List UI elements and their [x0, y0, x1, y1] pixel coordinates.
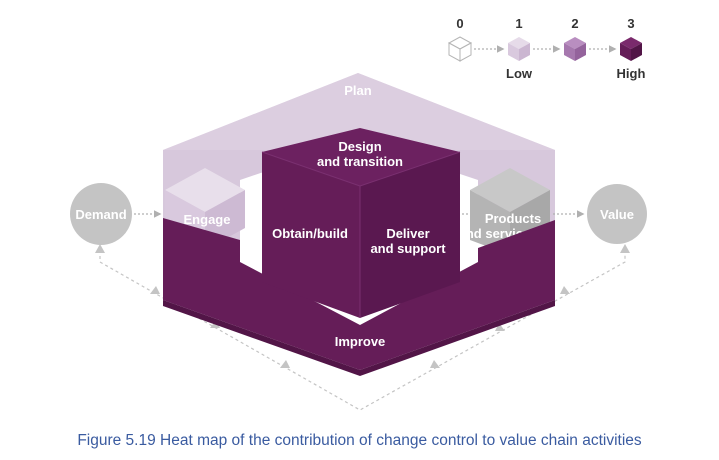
improve-base: Improve: [163, 218, 555, 376]
legend-cube-1-icon: [508, 37, 530, 61]
legend-cube-0-icon: [447, 36, 473, 62]
demand-node: Demand: [70, 183, 132, 245]
diagram-canvas: 0 1 2 3: [70, 16, 647, 411]
value-label: Value: [600, 207, 634, 222]
legend-cube-3-icon: [620, 37, 642, 61]
legend-high-label: High: [617, 66, 646, 81]
legend-cube-2-icon: [564, 37, 586, 61]
plan-label: Plan: [344, 83, 372, 98]
design-label-line2: and transition: [317, 154, 403, 169]
legend: 0 1 2 3: [447, 16, 646, 81]
central-cube: Design and transition Obtain/build Deliv…: [261, 128, 461, 318]
value-node: Value: [587, 184, 647, 244]
legend-level-1: 1: [515, 16, 522, 31]
legend-low-label: Low: [506, 66, 533, 81]
deliver-label-line1: Deliver: [386, 226, 429, 241]
design-label-line1: Design: [338, 139, 381, 154]
demand-label: Demand: [75, 207, 126, 222]
feedback-loop: [99, 250, 626, 411]
obtain-build-face: [262, 152, 360, 318]
legend-level-2: 2: [571, 16, 578, 31]
deliver-label-line2: and support: [370, 241, 446, 256]
legend-level-0: 0: [456, 16, 463, 31]
products-label-line1: Products: [485, 211, 541, 226]
obtain-build-label: Obtain/build: [272, 226, 348, 241]
plan-frame: Plan: [163, 73, 555, 240]
improve-label: Improve: [335, 334, 386, 349]
design-and-transition-face: [262, 128, 460, 186]
figure-caption: Figure 5.19 Heat map of the contribution…: [77, 432, 642, 449]
legend-level-3: 3: [627, 16, 634, 31]
deliver-and-support-face: [360, 152, 460, 318]
engage-label: Engage: [184, 212, 231, 227]
